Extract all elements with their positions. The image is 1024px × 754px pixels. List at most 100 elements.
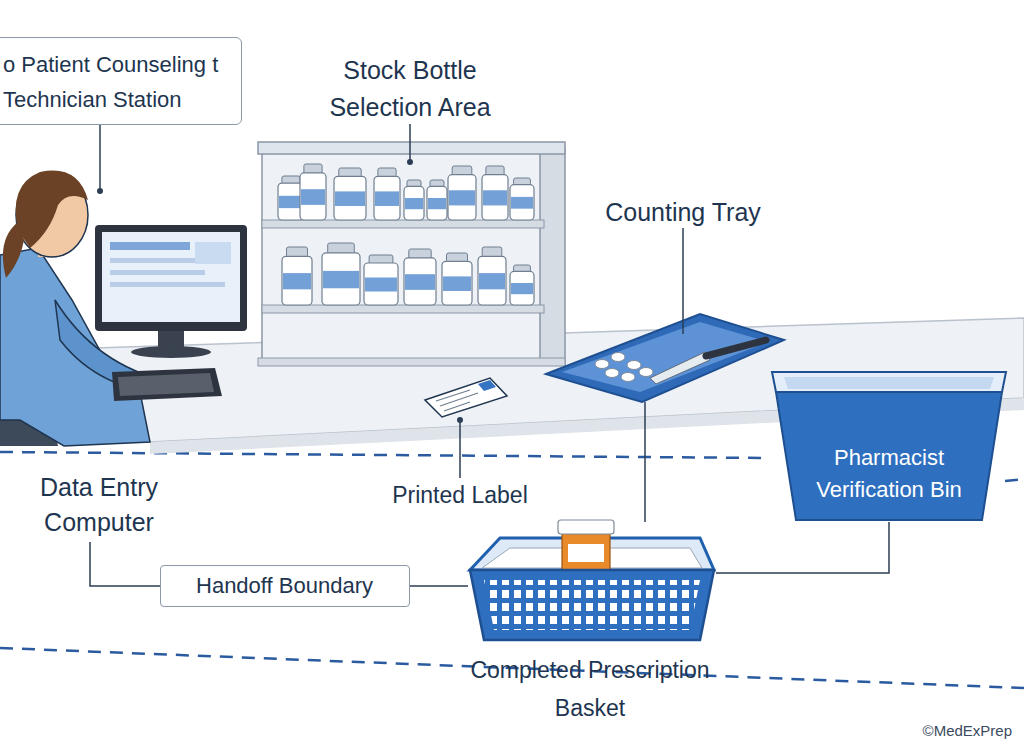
basket-front (470, 570, 714, 640)
stock-bottle (282, 247, 312, 305)
bottle-body (364, 263, 398, 305)
pill (611, 353, 625, 362)
watermark: ©MedExPrep (872, 721, 1012, 741)
node-text: Handoff Boundary (161, 572, 408, 600)
leader-line (682, 228, 684, 334)
shelf-back (262, 150, 544, 365)
callout-box: o Patient Counseling t Technician Statio… (0, 37, 242, 125)
bottle-label (479, 273, 505, 289)
bottle-label (483, 190, 507, 205)
bottle-label (283, 273, 311, 289)
stock-bottle (427, 180, 447, 220)
technician-ponytail (3, 222, 24, 278)
bottle-label (335, 191, 365, 206)
bottle-label (443, 276, 471, 291)
spatula-handle (706, 340, 766, 356)
bottle-label (375, 191, 399, 206)
node-text: Completed Prescription Basket (440, 651, 740, 727)
bottle-body (442, 261, 472, 305)
stock-bottle (404, 180, 424, 220)
shelf-base (258, 358, 565, 366)
bottle-label (405, 198, 423, 209)
stock-bottle (364, 255, 398, 305)
bottle-label (428, 198, 446, 209)
leader-line (459, 420, 461, 478)
counting-tray (546, 314, 784, 402)
area-label: Printed Label (360, 480, 560, 510)
stock-bottle (404, 249, 436, 305)
bottle-body (404, 258, 436, 305)
stock-bottle (442, 253, 472, 305)
leader-line (90, 542, 160, 586)
stock-bottle (482, 166, 508, 220)
area-label: Stock Bottle Selection Area (305, 52, 515, 126)
label-paper (425, 378, 507, 417)
stock-bottle (374, 168, 400, 220)
bottle-body (374, 176, 400, 220)
leader-dot (97, 159, 463, 423)
area-label: Counting Tray (573, 196, 793, 228)
connector-line (716, 522, 889, 573)
bottle-label (511, 283, 533, 294)
vial-label (568, 544, 604, 562)
bottle-label (449, 190, 475, 205)
leader-dot (457, 417, 463, 423)
prescription-basket: Completed Prescription Basket (440, 510, 740, 725)
monitor-base (131, 346, 211, 358)
bottle-body (427, 186, 447, 220)
pill (627, 361, 641, 370)
bottle-body (300, 173, 326, 220)
bin-front (776, 392, 1002, 520)
leader-line (644, 402, 646, 522)
tray-body (546, 314, 784, 402)
keyboard (112, 368, 222, 401)
leader-dot (407, 159, 413, 165)
vial-cap (558, 520, 614, 534)
bottle-body (334, 176, 366, 220)
shelf-board (262, 305, 544, 313)
connector-path (410, 585, 468, 587)
pill (639, 368, 653, 377)
stock-bottle (448, 166, 476, 220)
pill (605, 369, 619, 378)
screen-line (110, 270, 205, 275)
bin-rim (772, 372, 1006, 392)
tray-floor (562, 322, 768, 392)
vial-body (562, 532, 610, 572)
leader-line (99, 125, 101, 190)
bottle-label (405, 274, 435, 290)
pill (621, 373, 635, 382)
shelf-side (540, 148, 565, 365)
label-mark (478, 380, 496, 391)
bottle-body (510, 271, 534, 305)
connector-line (410, 586, 468, 587)
handoff-box: Handoff Boundary (160, 565, 410, 607)
upper-dashed-line (0, 452, 770, 458)
stock-bottle (322, 243, 360, 305)
bottle-label (511, 197, 533, 209)
bottle-body (282, 256, 312, 305)
stock-bottle (510, 265, 534, 305)
spatula-blade (650, 352, 710, 384)
shelf-top (258, 142, 565, 154)
bottle-body (448, 175, 476, 220)
bottle-label (301, 189, 325, 205)
bottle-body (322, 253, 360, 305)
screen-line (110, 282, 225, 287)
leader-line (90, 124, 683, 586)
stock-bottle (510, 178, 534, 220)
stock-bottle (478, 247, 506, 305)
printed-label-sheet (425, 378, 507, 417)
technician-hair (16, 171, 88, 248)
bottle-body (478, 256, 506, 305)
pill (595, 353, 653, 382)
node-text: Pharmacist Verification Bin (789, 442, 989, 506)
pill (595, 360, 609, 369)
monitor-frame (95, 225, 247, 331)
stock-bottle (334, 168, 366, 220)
node-text: o Patient Counseling t Technician Statio… (3, 47, 239, 117)
bottle-body (510, 185, 534, 220)
label-lines (436, 390, 478, 411)
